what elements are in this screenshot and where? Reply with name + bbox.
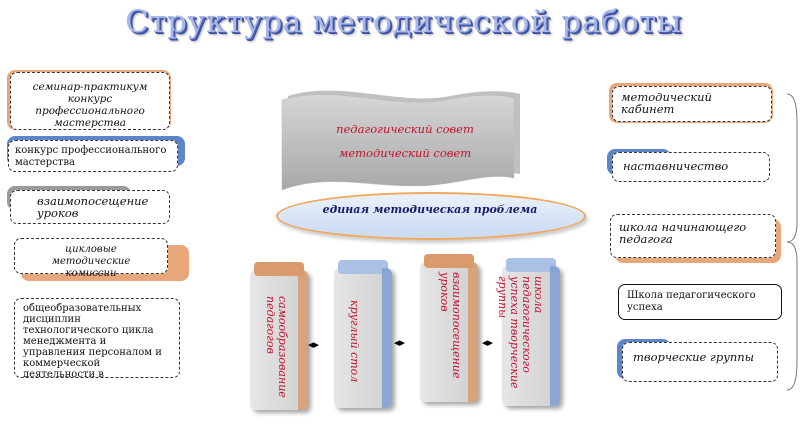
double-arrow-icon: ◂▸	[482, 336, 494, 349]
left-item-disciplines: общеобразовательных дисциплин технологич…	[14, 298, 180, 378]
double-arrow-icon: ◂▸	[308, 338, 320, 351]
right-item-method-office: методический кабинет	[609, 83, 773, 123]
pillar-self-education-label: самообразование педагогов	[264, 296, 289, 398]
methodical-council: методический совет	[338, 146, 472, 160]
right-item-beginner-school: школа начинающего педагога	[610, 214, 781, 263]
pillar-self-education	[250, 262, 308, 410]
right-item-mentoring: наставничество	[607, 149, 770, 182]
pillar-round-table-label: круглый стол	[348, 300, 361, 383]
right-item-label: методический кабинет	[621, 90, 712, 116]
right-item-label: творческие группы	[633, 350, 755, 364]
right-item-success-school: Школа педагогического успеха	[618, 284, 782, 320]
left-item-label: цикловые методические комиссии	[51, 244, 131, 279]
unified-problem-label: единая методическая проблема	[322, 203, 538, 216]
pillar-success-school-label: школа педагогического успеха творческие …	[496, 276, 545, 389]
right-item-creative-groups: творческие группы	[617, 339, 778, 382]
page-title: Структура методической работы	[125, 4, 682, 40]
council-banner	[281, 90, 520, 190]
right-item-label: наставничество	[623, 159, 729, 173]
left-item-mutual-visits: взаимопосещение уроков	[7, 186, 170, 224]
left-item-seminar: семинар-практикум конкурс профессиональн…	[7, 70, 171, 130]
pillar-mutual-visits-label: взаимопосещение уроков	[438, 272, 463, 379]
left-item-label: конкурс профессионального мастерства	[15, 145, 167, 168]
right-item-label: школа начинающего педагога	[619, 220, 747, 246]
double-arrow-icon: ◂▸	[394, 336, 406, 349]
right-brace	[786, 93, 798, 391]
left-item-contest: конкурс профессионального мастерства	[7, 136, 185, 172]
unified-problem-ellipse	[276, 192, 586, 240]
pillar-success-school	[502, 258, 560, 406]
pedagogical-council: педагогический совет	[336, 122, 474, 136]
left-item-commissions: цикловые методические комиссии	[14, 238, 189, 281]
left-item-label: взаимопосещение уроков	[37, 194, 149, 220]
right-item-label: Школа педагогического успеха	[627, 290, 756, 313]
left-item-label: семинар-практикум конкурс профессиональн…	[32, 81, 148, 129]
left-item-label: общеобразовательных дисциплин технологич…	[23, 303, 162, 378]
pillar-mutual-visits	[420, 254, 478, 402]
pillar-round-table	[334, 260, 392, 408]
